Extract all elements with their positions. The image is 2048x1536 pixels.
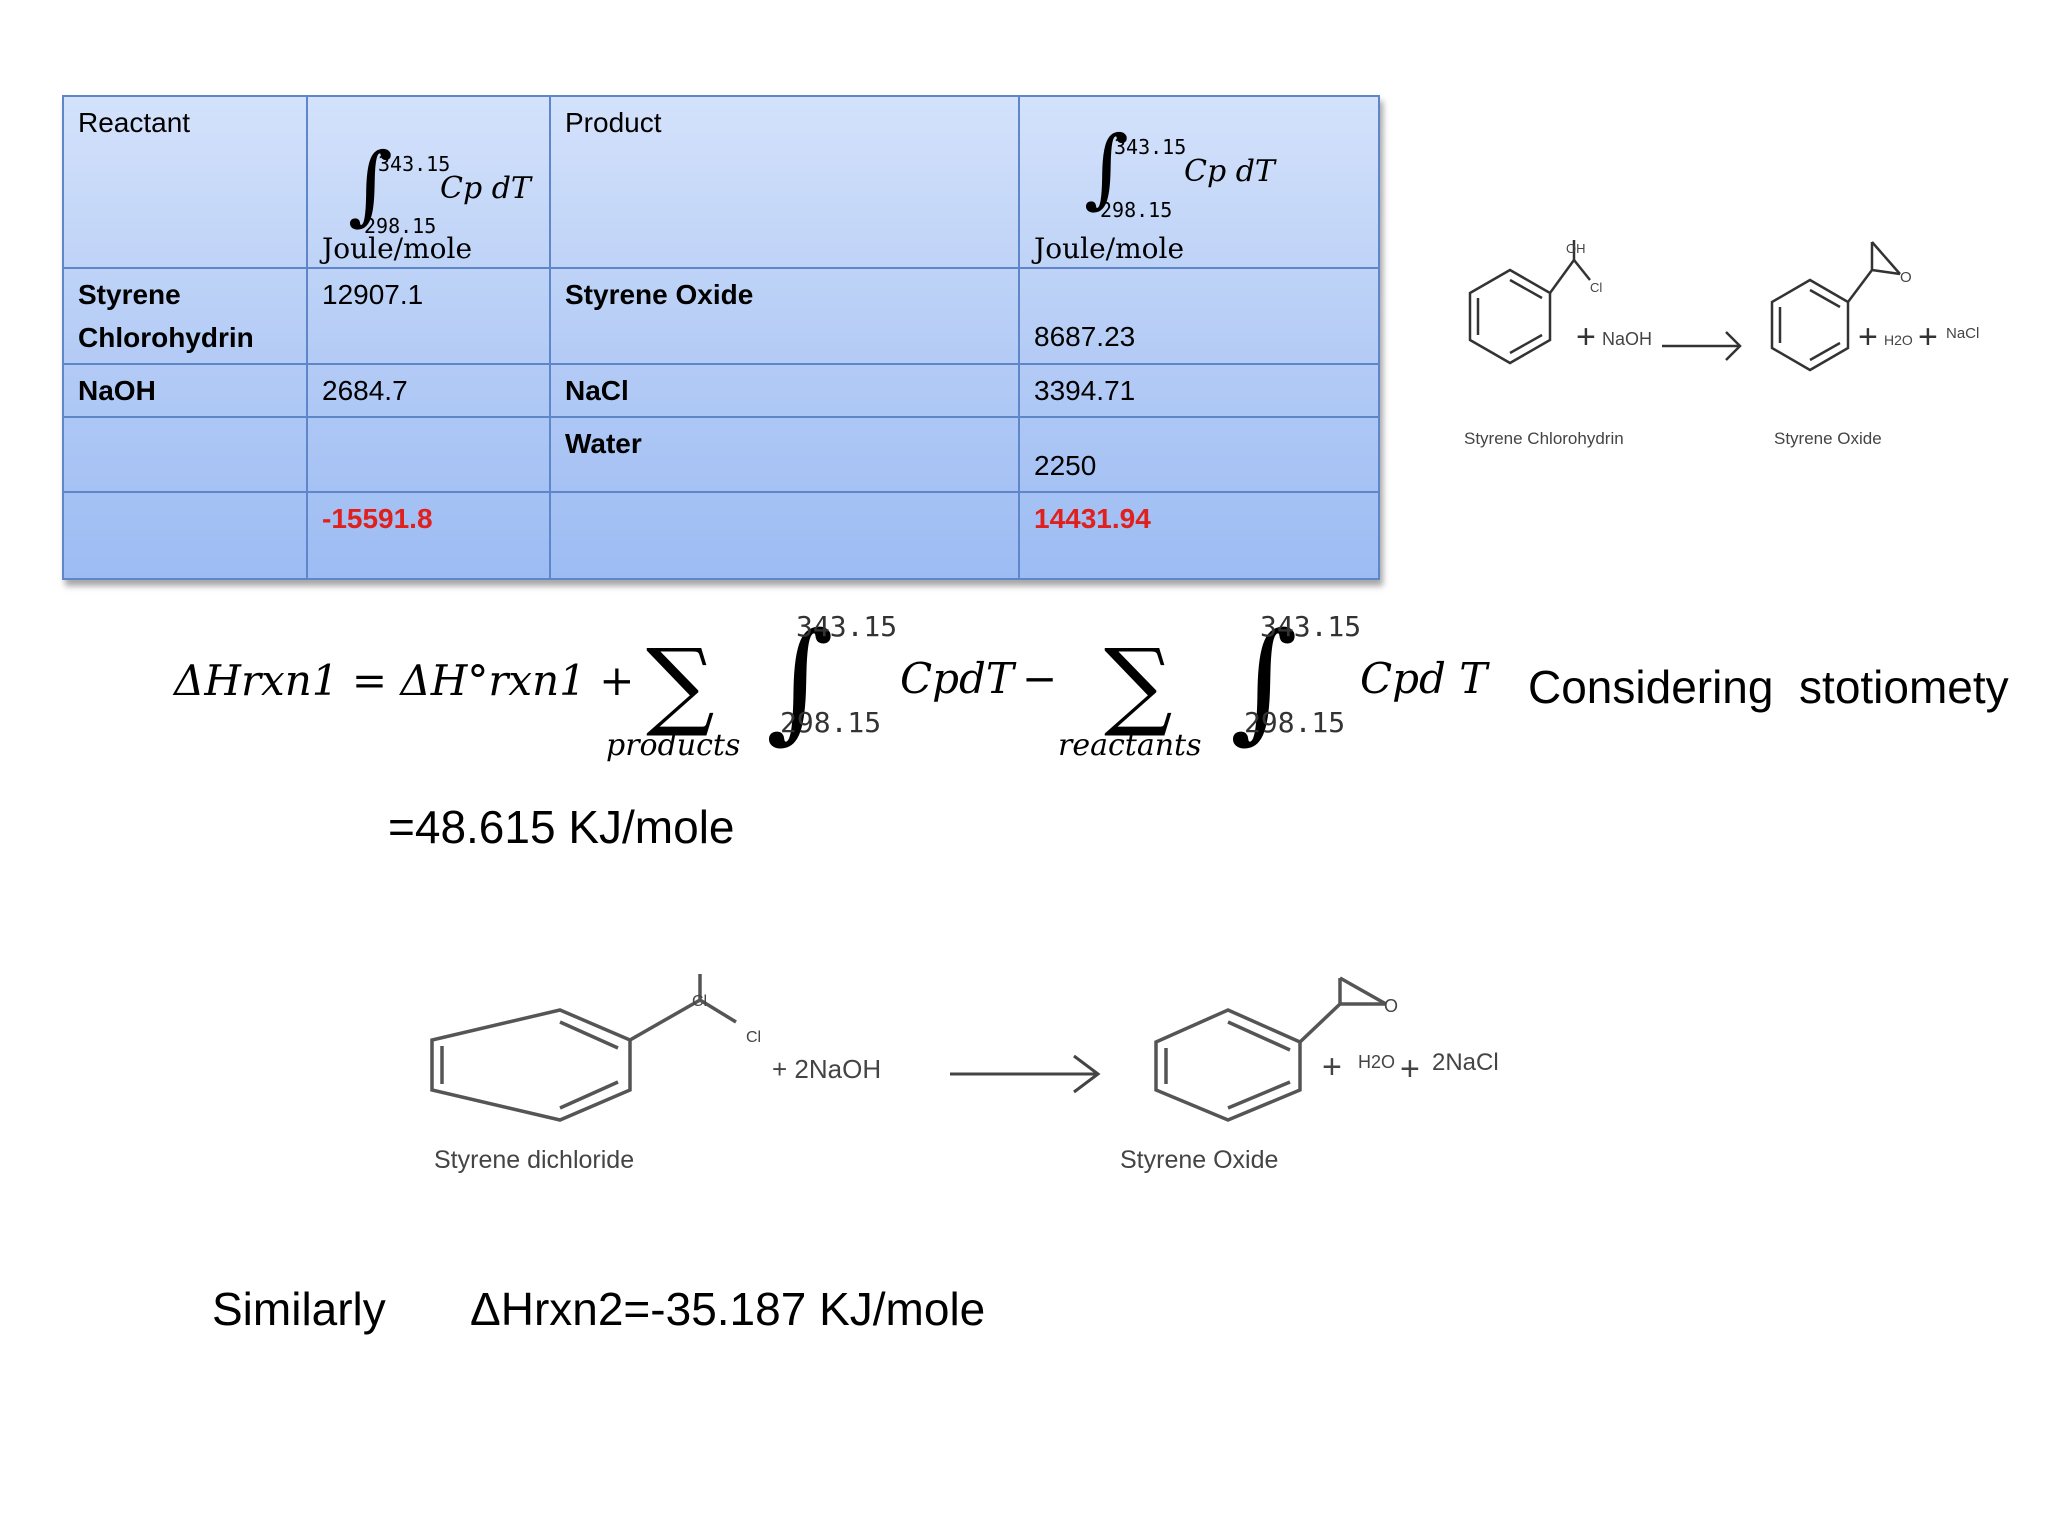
reactant-name: NaOH bbox=[62, 363, 308, 418]
atom-label: Cl bbox=[692, 993, 707, 1010]
epoxide-ring-icon bbox=[1154, 976, 1387, 1122]
table-row: NaOH 2684.7 NaCl 3394.71 bbox=[62, 363, 1380, 418]
reactant-value: 12907.1 bbox=[306, 267, 551, 365]
integral-lower: 298.15 bbox=[780, 706, 882, 739]
header-product: Product bbox=[549, 95, 1020, 269]
integral-sign-icon: ∫ bbox=[1084, 118, 1129, 218]
equation-note: Considering stotiomety bbox=[1528, 661, 2009, 713]
product-name: NaCl bbox=[549, 363, 1020, 418]
header-reactant-integral: ∫ 343.15 298.15 Cp dT Joule/mole bbox=[306, 95, 551, 269]
header-reactant: Reactant bbox=[62, 95, 308, 269]
integral-lower: 298.15 bbox=[1100, 198, 1173, 222]
reactant-value: 2684.7 bbox=[306, 363, 551, 418]
product-caption: Styrene Oxide bbox=[1120, 1146, 1278, 1174]
reagent-label: NaOH bbox=[1602, 329, 1652, 349]
reaction1-scheme: OH Cl + NaOH O + H2O + NaCl Styrene Chlo… bbox=[1464, 240, 1979, 448]
reactant-name bbox=[62, 416, 308, 493]
integral-lower: 298.15 bbox=[364, 214, 437, 238]
similarly-label: Similarly bbox=[212, 1283, 386, 1335]
header-product-integral: ∫ 343.15 298.15 Cp dT Joule/mole bbox=[1018, 95, 1380, 269]
reaction2-scheme: Cl Cl + 2NaOH O + H2O + 2NaCl Styrene di… bbox=[430, 974, 1499, 1174]
integral-formula: ∫ 343.15 298.15 Cp dT Joule/mole bbox=[1020, 97, 1378, 267]
plus-icon: + bbox=[1918, 318, 1938, 356]
benzene-ring-icon bbox=[430, 974, 737, 1122]
integral-sign-icon: ∫ bbox=[766, 604, 834, 756]
integral-formula: ∫ 343.15 298.15 Cp dT Joule/mole bbox=[308, 97, 549, 267]
integral-upper: 343.15 bbox=[1260, 610, 1362, 643]
byproduct-label: H2O bbox=[1358, 1052, 1395, 1072]
plus-icon: + bbox=[1322, 1048, 1342, 1086]
table-row: Water 2250 bbox=[62, 416, 1380, 493]
plus-icon: + bbox=[1858, 318, 1878, 356]
sum-icon: ∑ bbox=[1104, 628, 1173, 740]
atom-label: O bbox=[1384, 996, 1398, 1016]
unit-label: Joule/mole bbox=[1034, 232, 1185, 265]
atom-label: Cl bbox=[746, 1029, 761, 1046]
integral-upper: 343.15 bbox=[378, 152, 451, 176]
integral-sign-icon: ∫ bbox=[1230, 604, 1298, 756]
table-row: Styrene Chlorohydrin 12907.1 Styrene Oxi… bbox=[62, 267, 1380, 365]
product-name: Water bbox=[549, 416, 1020, 493]
sum-sub-reactants: reactants bbox=[1058, 728, 1202, 763]
byproduct-label: H2O bbox=[1884, 332, 1913, 348]
table-total-row: -15591.8 14431.94 bbox=[62, 491, 1380, 580]
byproduct-label: 2NaCl bbox=[1432, 1049, 1499, 1076]
total-spacer bbox=[549, 491, 1020, 580]
product-caption: Styrene Oxide bbox=[1774, 429, 1882, 448]
result2: ΔHrxn2=-35.187 KJ/mole bbox=[470, 1283, 986, 1335]
reactant-name: Styrene Chlorohydrin bbox=[62, 267, 308, 365]
equation-lhs: ΔHrxn1 = ΔH°rxn1 + bbox=[174, 656, 635, 705]
byproduct-label: NaCl bbox=[1946, 325, 1979, 342]
reaction-arrow-icon bbox=[1662, 331, 1742, 361]
integral-upper: 343.15 bbox=[796, 610, 898, 643]
product-name: Styrene Oxide bbox=[549, 267, 1020, 365]
epoxide-ring-icon bbox=[1770, 241, 1901, 372]
integral-sign-icon: ∫ bbox=[348, 135, 393, 235]
product-value: 2250 bbox=[1018, 416, 1380, 493]
benzene-ring-icon bbox=[1468, 240, 1591, 365]
reagent-label: + 2NaOH bbox=[772, 1054, 881, 1084]
unit-label: Joule/mole bbox=[322, 232, 473, 265]
atom-label: O bbox=[1900, 269, 1912, 286]
integral-expr: Cp dT bbox=[440, 171, 531, 206]
product-value: 3394.71 bbox=[1018, 363, 1380, 418]
plus-icon: + bbox=[1576, 318, 1596, 356]
integral-lower: 298.15 bbox=[1244, 706, 1346, 739]
plus-icon: + bbox=[1400, 1050, 1420, 1088]
sum-icon: ∑ bbox=[646, 628, 715, 740]
table-header-row: Reactant ∫ 343.15 298.15 Cp dT Joule/mol… bbox=[62, 95, 1380, 269]
result1: =48.615 KJ/mole bbox=[388, 801, 735, 853]
equation-term2: Cpd T bbox=[1360, 654, 1488, 703]
reaction-arrow-icon bbox=[950, 1054, 1101, 1094]
integral-expr: Cp dT bbox=[1184, 154, 1275, 189]
reactant-caption: Styrene Chlorohydrin bbox=[1464, 429, 1624, 448]
atom-label: Cl bbox=[1590, 280, 1602, 295]
reactant-value bbox=[306, 416, 551, 493]
reactant-caption: Styrene dichloride bbox=[434, 1146, 634, 1174]
atom-label: OH bbox=[1566, 241, 1586, 256]
product-total: 14431.94 bbox=[1018, 491, 1380, 580]
enthalpy-equation: ΔHrxn1 = ΔH°rxn1 + ∑ products ∫ 343.15 2… bbox=[174, 604, 2048, 778]
total-label bbox=[62, 491, 308, 580]
product-value: 8687.23 bbox=[1018, 267, 1380, 365]
cp-integral-table: Reactant ∫ 343.15 298.15 Cp dT Joule/mol… bbox=[62, 95, 1380, 580]
equation-term1: CpdT bbox=[900, 654, 1014, 703]
sum-sub-products: products bbox=[606, 728, 741, 763]
equation-minus: − bbox=[1022, 654, 1058, 703]
integral-upper: 343.15 bbox=[1114, 135, 1187, 159]
reactant-total: -15591.8 bbox=[306, 491, 551, 580]
